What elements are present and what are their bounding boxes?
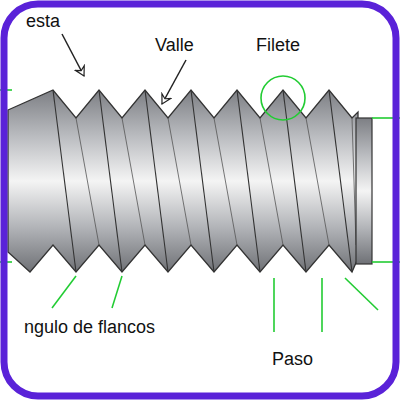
thread-crest-line: [53, 90, 76, 272]
thread-crest-line: [145, 90, 168, 272]
green-leaders: [0, 76, 400, 332]
thread-valley-line: [306, 118, 329, 245]
leader-arrow: [162, 60, 186, 104]
screw-body: [8, 90, 358, 272]
thread-valley-line: [214, 118, 237, 245]
thread-crest-line: [99, 90, 122, 272]
frame: [4, 4, 396, 396]
thread-crest-line: [329, 90, 352, 272]
thread-crest-line: [237, 90, 260, 272]
thread-crest-line: [191, 90, 214, 272]
thread-lines: [53, 90, 356, 272]
thread-label: Filete: [256, 36, 300, 56]
screw-end: [356, 118, 372, 264]
thread-valley-line: [168, 118, 191, 245]
flank-angle-label: ngulo de flancos: [24, 318, 155, 338]
crest-label: esta: [26, 12, 60, 32]
thread-valley-line: [76, 118, 99, 245]
thread-valley-line: [122, 118, 145, 245]
valley-label: Valle: [155, 36, 194, 56]
thread-valley-line: [352, 118, 356, 245]
screw-outline: [8, 90, 358, 272]
pitch-label: Paso: [272, 350, 313, 370]
thread-valley-line: [260, 118, 283, 245]
leader-arrow: [62, 34, 84, 76]
